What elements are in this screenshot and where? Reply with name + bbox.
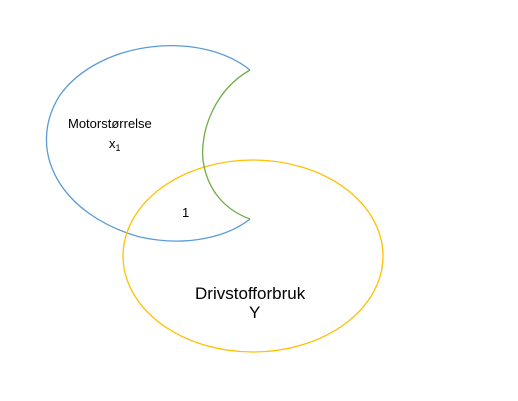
set-b-symbol-label: Y [249,303,261,322]
set-a-outline [45,45,251,242]
overlap-arc [201,69,251,220]
set-b-outline [122,159,384,353]
set-a-name-label: Motorstørrelse [68,116,152,131]
overlap-label: 1 [182,205,190,220]
set-a-symbol: x [109,136,116,151]
set-a-symbol-subscript: 1 [115,143,121,153]
set-b-name-label: Drivstofforbruk [195,284,306,303]
set-a-symbol-label: x1 [109,137,121,153]
